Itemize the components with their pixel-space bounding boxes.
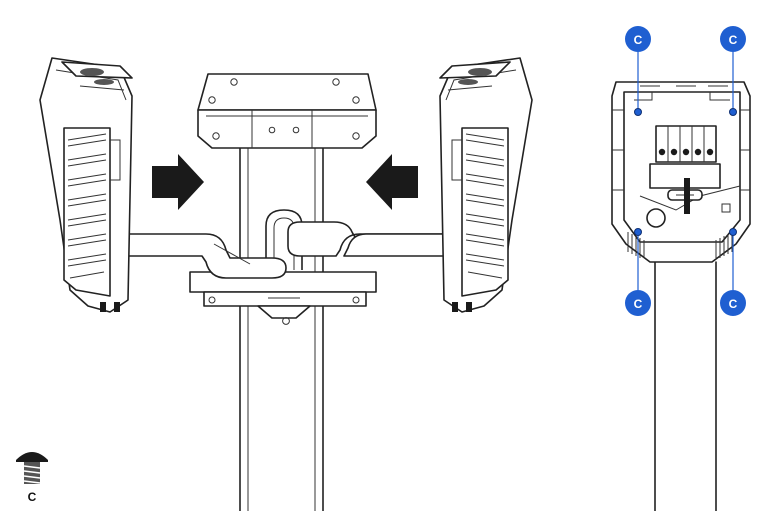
left-arm-tube bbox=[117, 233, 287, 279]
top-mounting-plate bbox=[197, 73, 377, 149]
callout-leaders bbox=[637, 52, 734, 290]
callout-c-top-right: C bbox=[720, 26, 746, 52]
bolt-marker-bottom-left bbox=[634, 228, 642, 236]
svg-text:C: C bbox=[634, 297, 643, 311]
arrow-left-icon bbox=[366, 154, 418, 210]
arrow-right-icon bbox=[152, 154, 204, 210]
lower-bracket bbox=[189, 271, 377, 325]
back-view-poles bbox=[654, 261, 717, 511]
inner-wiring bbox=[639, 163, 741, 228]
bolt-marker-top-left bbox=[634, 108, 642, 116]
right-arm-tube bbox=[287, 221, 457, 257]
right-lamp-head bbox=[439, 57, 533, 313]
svg-text:C: C bbox=[729, 33, 738, 47]
callout-c-bottom-right: C bbox=[720, 290, 746, 316]
back-view-fins bbox=[627, 232, 733, 258]
bolt-marker-bottom-right bbox=[729, 228, 737, 236]
bolt-markers bbox=[634, 108, 737, 236]
terminal-block bbox=[655, 125, 717, 163]
left-lamp-vents bbox=[67, 133, 107, 279]
svg-text:C: C bbox=[634, 33, 643, 47]
bolt-marker-top-right bbox=[729, 108, 737, 116]
screw-label: C bbox=[27, 490, 37, 504]
screw-icon bbox=[16, 452, 48, 484]
left-lamp-head bbox=[39, 57, 133, 313]
left-lamp-cap bbox=[61, 61, 133, 91]
mounting-pole bbox=[239, 144, 324, 511]
callout-c-bottom-left: C bbox=[625, 290, 651, 316]
svg-text:C: C bbox=[729, 297, 738, 311]
callout-c-top-left: C bbox=[625, 26, 651, 52]
